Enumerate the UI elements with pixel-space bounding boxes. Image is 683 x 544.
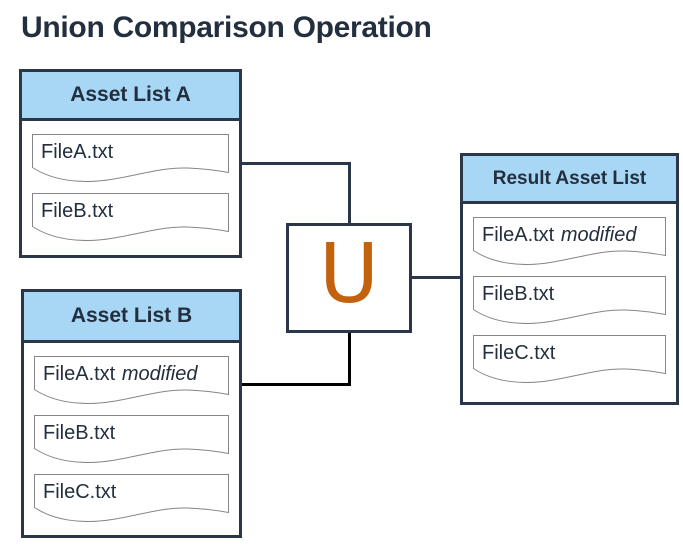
document-shape-icon	[34, 356, 229, 404]
document-shape-icon	[32, 134, 229, 182]
connector-union-to-result	[412, 276, 460, 279]
union-operator-box: U	[286, 223, 412, 333]
file-name-label: FileB.txt	[43, 422, 116, 444]
asset-list-a-body: FileA.txt FileB.txt	[22, 121, 239, 255]
result-asset-list-header: Result Asset List	[463, 156, 676, 204]
document-shape-icon	[34, 415, 229, 463]
document-shape-icon	[473, 276, 666, 324]
page-title: Union Comparison Operation	[21, 11, 432, 44]
connector-list-b-horizontal	[242, 383, 351, 386]
asset-list-b-header: Asset List B	[24, 292, 239, 343]
document-shape-icon	[32, 193, 229, 241]
file-item: FileB.txt	[32, 193, 229, 241]
file-item: FileA.txt	[32, 134, 229, 182]
file-item: FileC.txt	[473, 335, 666, 383]
file-name-label: FileB.txt	[482, 283, 555, 305]
document-shape-icon	[473, 335, 666, 383]
document-shape-icon	[34, 474, 229, 522]
connector-list-b-vertical	[348, 333, 351, 386]
file-name-label: FileC.txt	[43, 481, 117, 503]
asset-list-a-header: Asset List A	[22, 72, 239, 121]
file-name-label: FileA.txt	[41, 141, 114, 163]
file-item: FileC.txt	[34, 474, 229, 522]
document-shape-icon	[473, 217, 666, 265]
connector-list-a-horizontal	[242, 162, 351, 165]
union-symbol: U	[318, 227, 380, 323]
asset-list-a-box: Asset List A FileA.txt FileB.txt	[19, 69, 242, 258]
file-item: FileB.txt	[473, 276, 666, 324]
file-name-label: FileC.txt	[482, 342, 556, 364]
file-name-label: FileB.txt	[41, 200, 114, 222]
connector-list-a-vertical	[348, 162, 351, 223]
file-item: FileB.txt	[34, 415, 229, 463]
